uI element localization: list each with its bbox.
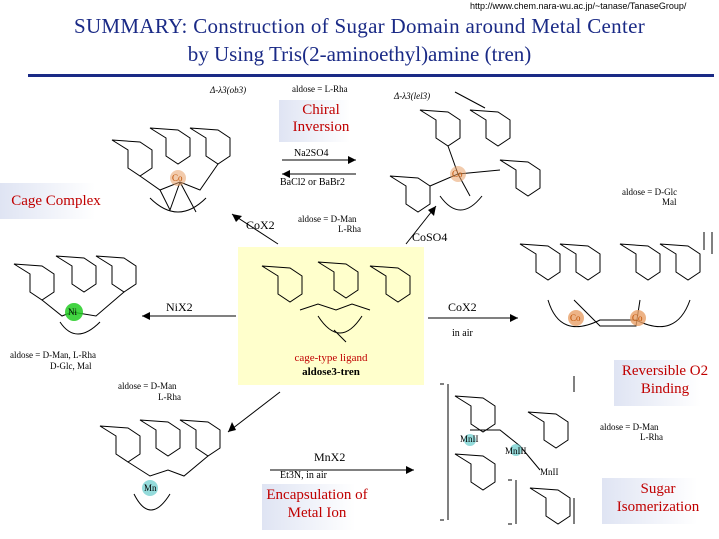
encapsulation-box: Encapsulation of Metal Ion [262,484,372,530]
chiral-inversion-box: Chiral Inversion [279,100,363,142]
reagent-coso4: CoSO4 [412,230,448,244]
ni-center [65,303,83,321]
aldose-right-1: aldose = D-Glc [622,187,678,197]
co-center-right-2 [630,310,646,326]
metal-co-right-2: Co [632,313,643,323]
mn-center-3 [510,444,522,456]
metal-mn-ii: MnII [460,434,479,444]
metal-co-top-right: Co [452,169,463,179]
mn-center-2 [464,434,476,446]
structure-top-right [389,91,541,213]
structure-top-left [111,127,231,213]
aldose-lowerright-2: L-Rha [640,432,663,442]
metal-ni: Ni [68,307,77,317]
sugar-isomerization-box: Sugar Isomerization [602,478,714,524]
reagent-cox2-left: CoX2 [246,218,275,232]
stereo-right: Δ-λ3(lel3) [394,91,431,101]
reagent-nix2: NiX2 [166,300,193,314]
center-label-red: cage-type ligand [294,352,368,364]
structure-left [13,255,137,335]
structure-right [519,232,713,328]
metal-mn-iii: MnIII [505,446,527,456]
reagent-bacl2: BaCl2 or BaBr2 [280,177,345,188]
reversible-o2-box: Reversible O2 Binding [614,360,716,406]
metal-mn: Mn [144,483,157,493]
reagent-mnx2: MnX2 [314,450,346,464]
aldose-right-2: Mal [662,197,677,207]
aldose-top: aldose = L-Rha [292,84,348,94]
structure-bottom-left [99,419,221,511]
reagent-in-air: in air [452,328,473,339]
reagent-et3n: Et3N, in air [280,470,327,481]
co-center-right-1 [568,310,584,326]
aldose-lowerleft-1: aldose = D-Man [118,381,177,391]
aldose-lowerleft-2: L-Rha [158,392,181,402]
arrow-set [142,159,518,471]
title-line-1: SUMMARY: Construction of Sugar Domain ar… [73,14,646,38]
source-url[interactable]: http://www.chem.nara-wu.ac.jp/~tanase/Ta… [470,1,687,11]
aldose-mid-2: L-Rha [338,224,361,234]
structure-bottom-right [440,376,575,525]
aldose-left-1: aldose = D-Man, L-Rha [10,350,97,360]
co-center-top-right [450,166,466,182]
aldose-left-2: D-Glc, Mal [50,361,92,371]
stereo-left: Δ-λ3(ob3) [210,85,247,95]
metal-mn-ii-lower: MnII [540,467,559,477]
reagent-cox2-right: CoX2 [448,300,477,314]
reagent-na2so4: Na2SO4 [294,148,329,159]
title-line-2: by Using Tris(2-aminoethyl)amine (tren) [187,42,532,66]
structure-center [261,261,411,343]
mn-center [142,480,158,496]
co-center-top-left [170,170,186,186]
aldose-mid-1: aldose = D-Man [298,214,357,224]
center-label-black: aldose3-tren [302,366,360,378]
title-divider [28,74,714,77]
cage-complex-box: Cage Complex [0,183,112,219]
metal-co-top-left: Co [172,173,183,183]
aldose-lowerright-1: aldose = D-Man [600,422,659,432]
metal-co-right-1: Co [570,313,581,323]
